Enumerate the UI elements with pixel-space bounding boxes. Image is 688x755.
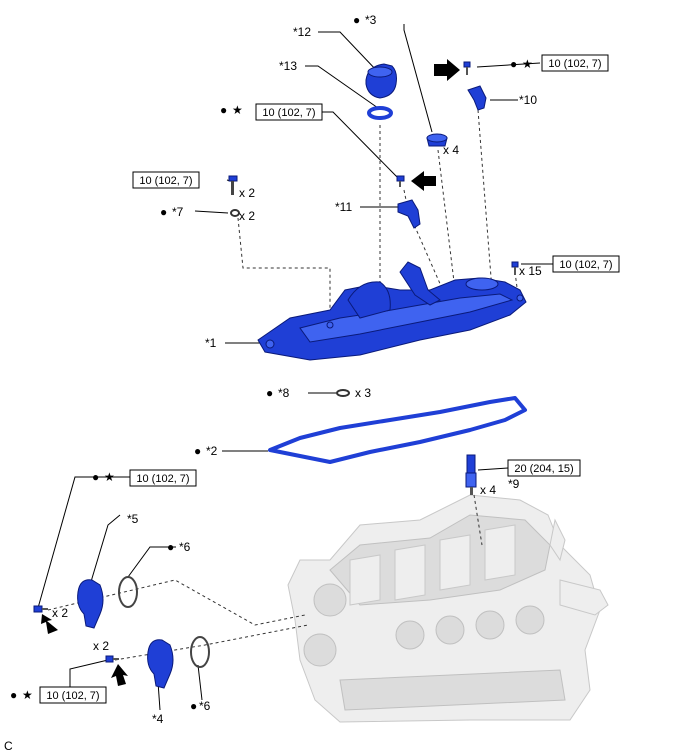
label-10: *10 xyxy=(519,93,537,107)
dot-icon: ● xyxy=(266,386,273,400)
torque-spec-middle: 10 (102, 7) xyxy=(255,103,323,121)
label-12: *12 xyxy=(293,25,311,39)
o-ring-lower xyxy=(190,636,210,668)
arrow-icon xyxy=(411,171,436,191)
torque-spec-right: 10 (102, 7) xyxy=(552,255,620,273)
quantity-labels: x 4 x 2 x 2 x 15 x 3 x 4 x 2 x 2 xyxy=(52,143,542,653)
engine-block-illustration xyxy=(287,494,609,723)
star-icon: ★ xyxy=(22,688,33,702)
label-11: *11 xyxy=(335,200,352,214)
arrow-icon xyxy=(41,614,58,634)
dot-icon: ● xyxy=(10,688,17,702)
o-ring-upper xyxy=(118,576,138,608)
torque-spec-left: 10 (102, 7) xyxy=(132,171,200,189)
camshaft-sensor-lower xyxy=(397,199,421,229)
svg-text:10 (102, 7): 10 (102, 7) xyxy=(136,473,189,485)
label-1: *1 xyxy=(205,336,217,350)
label-2: *2 xyxy=(206,444,218,458)
qty-lower-left-bolt: x 2 xyxy=(52,606,68,620)
dot-icon: ● xyxy=(190,699,197,713)
grommet xyxy=(426,133,448,147)
svg-text:10 (102, 7): 10 (102, 7) xyxy=(46,690,99,702)
label-4: *4 xyxy=(152,712,164,726)
dot-icon: ● xyxy=(220,103,227,117)
torque-spec-spark-plug: 20 (204, 15) xyxy=(507,459,581,477)
qty-washer: x 2 xyxy=(239,209,255,223)
svg-text:10 (102, 7): 10 (102, 7) xyxy=(262,107,315,119)
filler-cap-gasket xyxy=(367,106,393,120)
dot-icon: ● xyxy=(92,470,99,484)
cover-bolt xyxy=(511,261,519,275)
qty-bottom-bolt: x 2 xyxy=(93,639,109,653)
install-arrows xyxy=(41,59,460,686)
part-labels: *12 *3 *13 *10 *11 *7 *1 *8 *2 *9 *5 *6 … xyxy=(127,13,537,726)
star-icon: ★ xyxy=(232,103,243,117)
torque-spec-bottom: 10 (102, 7) xyxy=(39,686,107,704)
label-8: *8 xyxy=(278,386,290,400)
label-7: *7 xyxy=(172,205,184,219)
svg-text:20 (204, 15): 20 (204, 15) xyxy=(514,463,573,475)
oil-filler-cap xyxy=(365,63,397,99)
label-5: *5 xyxy=(127,512,139,526)
oil-control-valve-lower xyxy=(147,639,174,689)
lower-left-bolt xyxy=(33,605,48,613)
top-right-bolt xyxy=(463,61,471,75)
qty-gasket: x 3 xyxy=(355,386,371,400)
qty-grommet: x 4 xyxy=(443,143,459,157)
camshaft-sensor-upper xyxy=(467,85,487,111)
torque-spec-lower-left: 10 (102, 7) xyxy=(129,469,197,487)
arrow-icon xyxy=(434,59,460,81)
label-13: *13 xyxy=(279,59,297,73)
qty-left-bolt: x 2 xyxy=(239,186,255,200)
torque-spec-top-right: 10 (102, 7) xyxy=(541,54,609,72)
label-9: *9 xyxy=(508,477,520,491)
bottom-bolt xyxy=(105,655,119,663)
oil-control-valve-upper xyxy=(77,579,104,629)
head-cover-gasket xyxy=(268,396,527,464)
qty-cover-bolt: x 15 xyxy=(519,264,542,278)
svg-text:10 (102, 7): 10 (102, 7) xyxy=(548,58,601,70)
corner-code: C xyxy=(4,739,13,753)
symbols: ● ● ★ ● ★ ● ● ● ● ★ ● ● ★ ● xyxy=(10,13,533,713)
svg-text:10 (102, 7): 10 (102, 7) xyxy=(559,259,612,271)
label-6-lower: *6 xyxy=(199,699,211,713)
dot-icon: ● xyxy=(353,13,360,27)
dot-icon: ● xyxy=(194,444,201,458)
label-3: *3 xyxy=(365,13,377,27)
qty-spark-plug: x 4 xyxy=(480,483,496,497)
left-bolt xyxy=(228,175,238,195)
cylinder-head-cover xyxy=(257,261,527,361)
dot-icon: ● xyxy=(160,205,167,219)
gasket-small xyxy=(336,389,350,397)
star-icon: ★ xyxy=(522,57,533,71)
dot-icon: ● xyxy=(510,57,517,71)
svg-text:10 (102, 7): 10 (102, 7) xyxy=(139,175,192,187)
middle-bolt xyxy=(396,175,405,187)
arrow-icon xyxy=(111,664,128,686)
dot-icon: ● xyxy=(167,540,174,554)
label-6-upper: *6 xyxy=(179,540,191,554)
spark-plug xyxy=(465,454,477,495)
washer xyxy=(230,209,240,217)
star-icon: ★ xyxy=(104,470,115,484)
